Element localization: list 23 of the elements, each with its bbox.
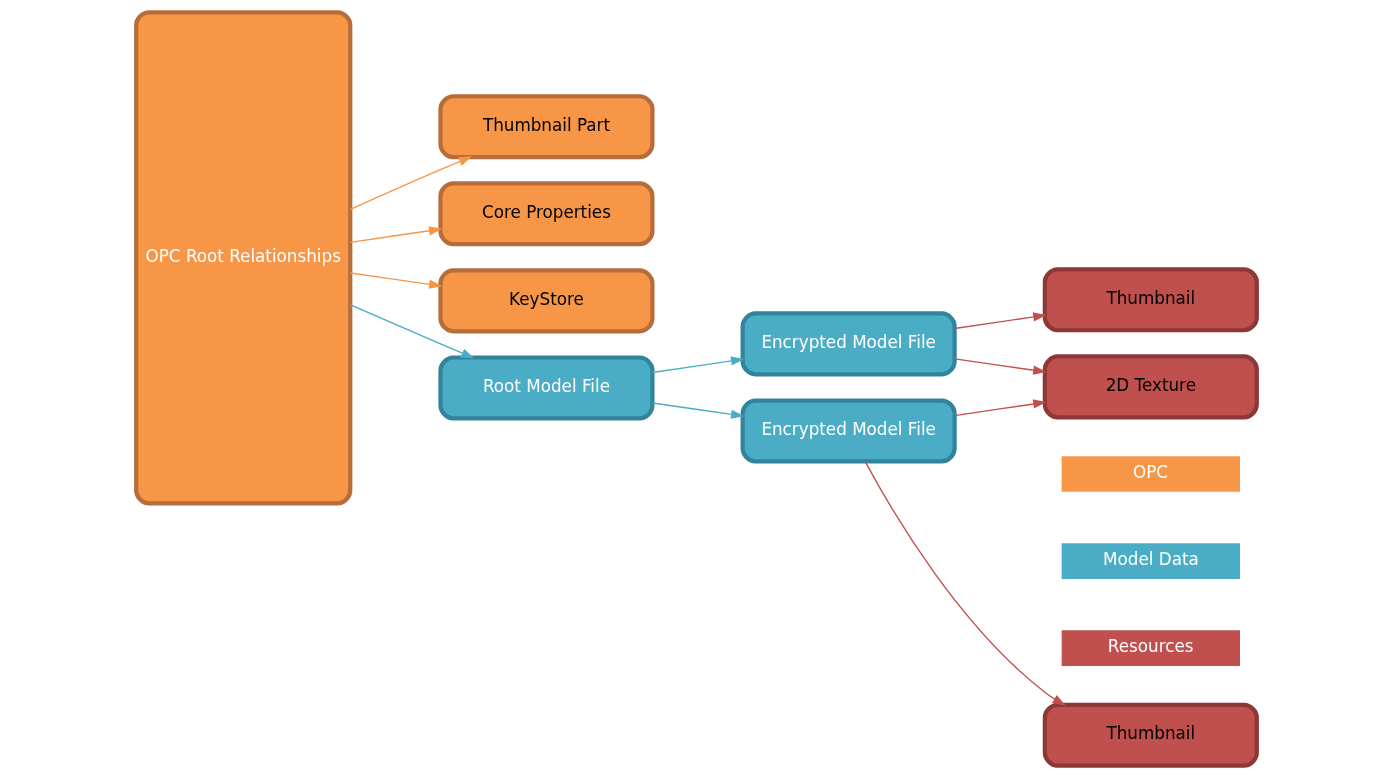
arrow bbox=[651, 402, 744, 419]
node-box: Thumbnail bbox=[1042, 702, 1259, 768]
node-box: Encrypted Model File bbox=[740, 311, 957, 377]
node-box: Thumbnail bbox=[1042, 267, 1259, 333]
arrow bbox=[349, 272, 442, 289]
node-box: Encrypted Model File bbox=[740, 398, 957, 464]
arrow bbox=[953, 358, 1046, 375]
node-box: Core Properties bbox=[437, 181, 655, 247]
arrow bbox=[349, 304, 474, 359]
node-box: Root Model File bbox=[437, 355, 655, 421]
node-box: Thumbnail Part bbox=[437, 94, 655, 160]
node-box: 2D Texture bbox=[1042, 354, 1259, 420]
node-box: KeyStore bbox=[437, 268, 655, 334]
legend-label: Model Data bbox=[1102, 549, 1199, 570]
arrow bbox=[953, 399, 1046, 417]
arrow bbox=[953, 312, 1046, 330]
legend-label: OPC bbox=[1132, 461, 1168, 482]
node-box: OPC Root Relationships bbox=[133, 10, 352, 506]
arrow bbox=[349, 156, 472, 211]
arrow bbox=[651, 356, 744, 374]
arrow bbox=[349, 226, 442, 243]
arrow bbox=[864, 461, 1066, 706]
legend-label: Resources bbox=[1107, 636, 1193, 657]
